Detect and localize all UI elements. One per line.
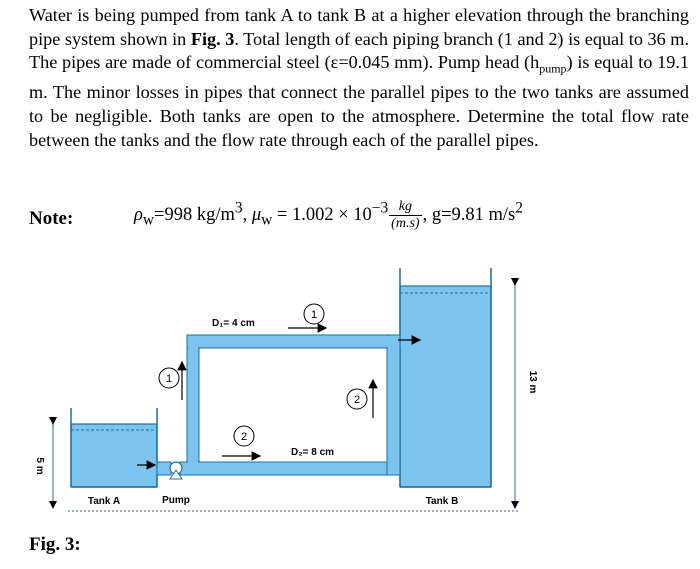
density-value: =998 kg/m bbox=[154, 204, 235, 225]
problem-text-1: Water is being pumped from tank A to tan… bbox=[29, 5, 689, 49]
svg-text:2: 2 bbox=[241, 431, 247, 443]
gravity-value: , g=9.81 m/s bbox=[422, 204, 516, 225]
tank-a-label: Tank A bbox=[88, 496, 120, 507]
viscosity-value: = 1.002 × 10 bbox=[272, 204, 372, 225]
separator: , bbox=[242, 204, 252, 225]
mu-subscript: w bbox=[261, 211, 273, 229]
mu-symbol: μ bbox=[251, 204, 262, 225]
viscosity-exponent: −3 bbox=[371, 199, 389, 217]
suction-pipe bbox=[156, 461, 172, 476]
height-dimension-b: 13 m bbox=[511, 278, 538, 509]
branch-marker-1-left: 1 bbox=[158, 367, 180, 389]
pump-label: Pump bbox=[162, 495, 190, 506]
branch-marker-2-right: 2 bbox=[346, 388, 368, 410]
problem-text-3: ) is equal to 19.1 m. The minor losses i… bbox=[29, 52, 689, 150]
pump bbox=[169, 461, 183, 480]
pump-subscript: pump bbox=[539, 61, 567, 76]
gravity-exponent: 2 bbox=[515, 199, 523, 217]
branch-marker-1-top: 1 bbox=[303, 303, 325, 325]
svg-text:1: 1 bbox=[311, 309, 317, 321]
tank-a bbox=[70, 408, 158, 488]
rho-symbol: ρ bbox=[134, 204, 143, 225]
figure-caption: Fig. 3: bbox=[29, 534, 81, 555]
d1-label: D₁= 4 cm bbox=[212, 318, 255, 329]
branch-marker-2-bottom: 2 bbox=[233, 425, 255, 447]
units-denominator: (m.s) bbox=[391, 216, 420, 231]
viscosity-units: kg(m.s) bbox=[389, 199, 422, 232]
tank-b bbox=[399, 268, 492, 488]
svg-text:5 m: 5 m bbox=[34, 457, 45, 474]
svg-text:1: 1 bbox=[166, 373, 172, 385]
figure-reference: Fig. 3 bbox=[190, 28, 235, 49]
d2-label: D₂= 8 cm bbox=[291, 447, 334, 458]
note-label: Note: bbox=[29, 208, 74, 229]
density-exponent: 3 bbox=[234, 199, 243, 217]
rho-subscript: w bbox=[142, 211, 155, 229]
svg-text:13 m: 13 m bbox=[527, 371, 538, 394]
units-numerator: kg bbox=[389, 199, 422, 216]
svg-text:2: 2 bbox=[354, 394, 360, 406]
tank-b-label: Tank B bbox=[426, 496, 459, 507]
problem-statement: Water is being pumped from tank A to tan… bbox=[29, 4, 689, 152]
height-dimension-a: 5 m bbox=[34, 417, 57, 509]
problem-text-2: . Total length of each piping branch (1 … bbox=[29, 28, 689, 73]
